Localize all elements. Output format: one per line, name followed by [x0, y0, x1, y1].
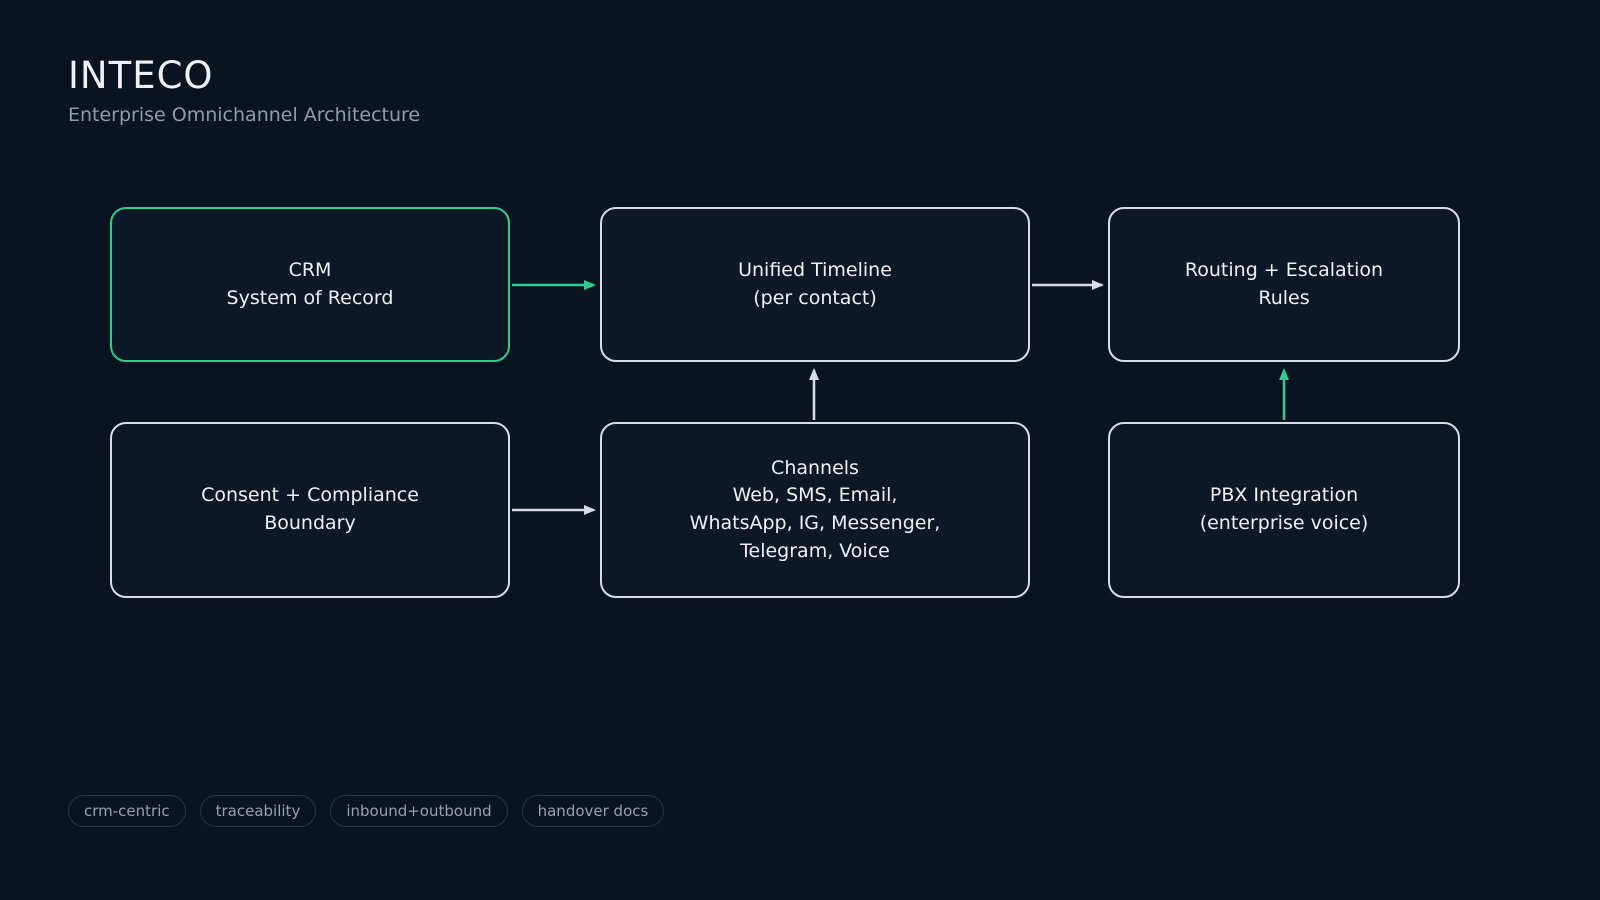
tag-traceability: traceability: [199, 795, 317, 827]
page-subtitle: Enterprise Omnichannel Architecture: [68, 104, 421, 126]
node-unified-timeline[interactable]: Unified Timeline (per contact): [600, 207, 1030, 362]
node-label-line: CRM: [288, 258, 332, 281]
node-label-line: Telegram, Voice: [740, 539, 890, 562]
node-label-line: Channels: [771, 456, 859, 479]
node-label-line: (per contact): [753, 286, 877, 309]
page-title: INTECO: [68, 54, 214, 97]
tag-list: crm-centric traceability inbound+outboun…: [68, 795, 665, 827]
node-routing-escalation-rules[interactable]: Routing + Escalation Rules: [1108, 207, 1460, 362]
node-label-line: (enterprise voice): [1199, 512, 1369, 534]
node-label-line: System of Record: [226, 286, 394, 309]
node-channels[interactable]: Channels Web, SMS, Email, WhatsApp, IG, …: [600, 422, 1030, 598]
tag-handover-docs: handover docs: [521, 795, 665, 827]
node-label-line: Rules: [1258, 286, 1310, 309]
node-crm-system-of-record[interactable]: CRM System of Record: [110, 207, 510, 362]
node-label-line: Consent + Compliance: [201, 484, 419, 507]
tag-crm-centric: crm-centric: [68, 795, 186, 827]
node-label-line: PBX Integration: [1209, 484, 1359, 507]
node-label-line: Routing + Escalation: [1184, 258, 1384, 281]
node-label-line: Boundary: [264, 512, 356, 534]
node-consent-compliance-boundary[interactable]: Consent + Compliance Boundary: [110, 422, 510, 598]
node-label-line: WhatsApp, IG, Messenger,: [689, 512, 941, 534]
node-pbx-integration[interactable]: PBX Integration (enterprise voice): [1108, 422, 1460, 598]
node-label-line: Unified Timeline: [738, 258, 892, 281]
node-label-line: Web, SMS, Email,: [732, 484, 898, 507]
tag-inbound-outbound: inbound+outbound: [330, 795, 508, 827]
